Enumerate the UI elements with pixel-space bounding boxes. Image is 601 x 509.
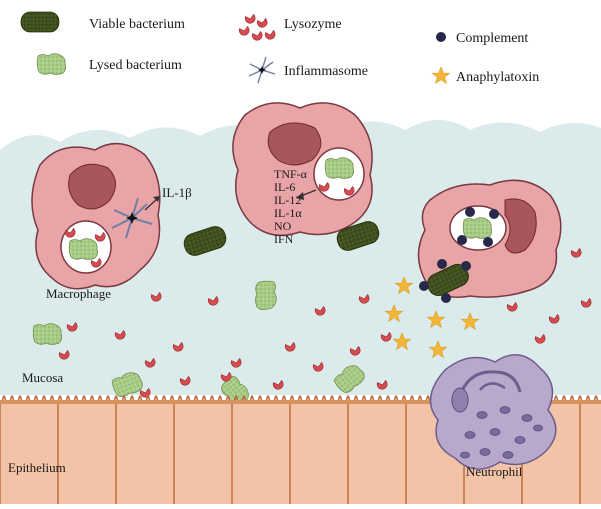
cytokine-list: TNF-α IL-6 IL-12 IL-1α NO IFN bbox=[274, 167, 308, 246]
legend: Viable bacterium Lysed bacterium Lysozym… bbox=[20, 11, 539, 85]
cytokine-label: NO bbox=[274, 219, 292, 233]
epithelium-label: Epithelium bbox=[8, 460, 66, 475]
macrophage-center bbox=[232, 102, 373, 237]
cytokine-label: IL-6 bbox=[274, 180, 295, 194]
legend-viable-bacterium-icon bbox=[20, 11, 60, 33]
legend-lysed-label: Lysed bacterium bbox=[89, 58, 182, 73]
legend-inflammasome-icon bbox=[248, 56, 276, 84]
legend-anaphylatoxin-label: Anaphylatoxin bbox=[456, 70, 539, 85]
legend-viable-label: Viable bacterium bbox=[89, 17, 185, 32]
cytokine-label: IL-1α bbox=[274, 206, 302, 220]
cytokine-label: TNF-α bbox=[274, 167, 308, 181]
opsonized-phagocyte bbox=[417, 179, 562, 303]
neutrophil-label: Neutrophil bbox=[466, 464, 523, 479]
legend-lysozyme-icon bbox=[238, 14, 276, 41]
cytokine-label: IL-12 bbox=[274, 193, 301, 207]
lysed-bacterium bbox=[255, 280, 277, 311]
macrophage-label: Macrophage bbox=[46, 286, 111, 301]
legend-complement-label: Complement bbox=[456, 31, 528, 46]
macrophage-left bbox=[31, 142, 161, 290]
legend-anaphylatoxin-icon bbox=[432, 66, 450, 84]
inflammasome-icon bbox=[111, 197, 153, 239]
neutrophil-cell bbox=[429, 354, 557, 470]
legend-lysozyme-label: Lysozyme bbox=[284, 17, 342, 32]
il-1b-label: IL-1β bbox=[162, 185, 192, 200]
mucosa-label: Mucosa bbox=[22, 370, 63, 385]
cytokine-label: IFN bbox=[274, 232, 294, 246]
lysed-bacterium bbox=[32, 323, 63, 345]
legend-complement-icon bbox=[436, 32, 446, 42]
legend-inflammasome-label: Inflammasome bbox=[284, 64, 368, 79]
legend-lysed-bacterium-icon bbox=[36, 53, 67, 75]
